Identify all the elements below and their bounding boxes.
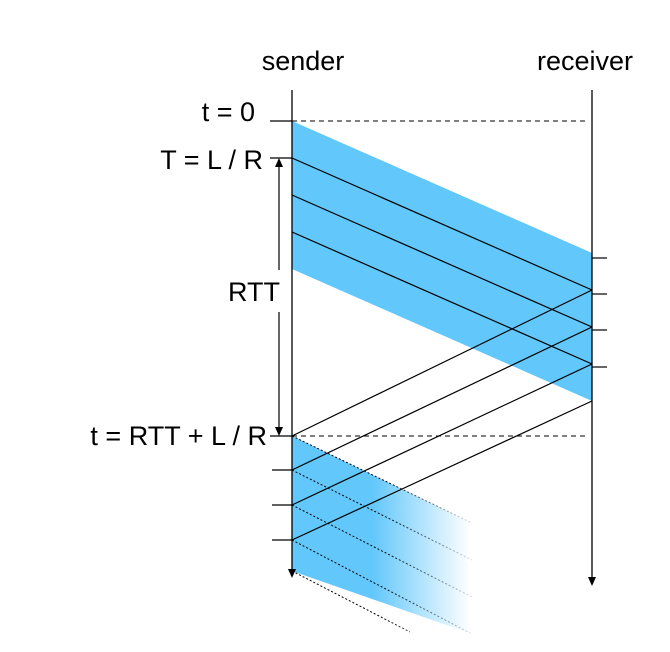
second-window-packet-2 [291, 504, 473, 598]
t0-label: t = 0 [202, 97, 255, 127]
ack-line-1 [291, 289, 593, 437]
t-rtt-label: t = RTT + L / R [90, 421, 267, 451]
packet-3-boundary [291, 231, 593, 365]
second-window-packet-3 [291, 539, 473, 635]
transmission-time-label: T = L / R [160, 145, 263, 175]
rtt-label: RTT [228, 277, 280, 307]
receiver-label: receiver [537, 46, 633, 76]
second-window-top-edge [291, 435, 473, 524]
ack-line-4 [291, 400, 593, 541]
second-window-packet-1 [291, 469, 473, 561]
sender-label: sender [262, 46, 345, 76]
second-window-packets-band [292, 436, 472, 634]
ack-line-2 [291, 326, 593, 471]
packet-2-boundary [291, 194, 593, 328]
ack-line-3 [291, 363, 593, 506]
packet-1-boundary [291, 157, 593, 291]
